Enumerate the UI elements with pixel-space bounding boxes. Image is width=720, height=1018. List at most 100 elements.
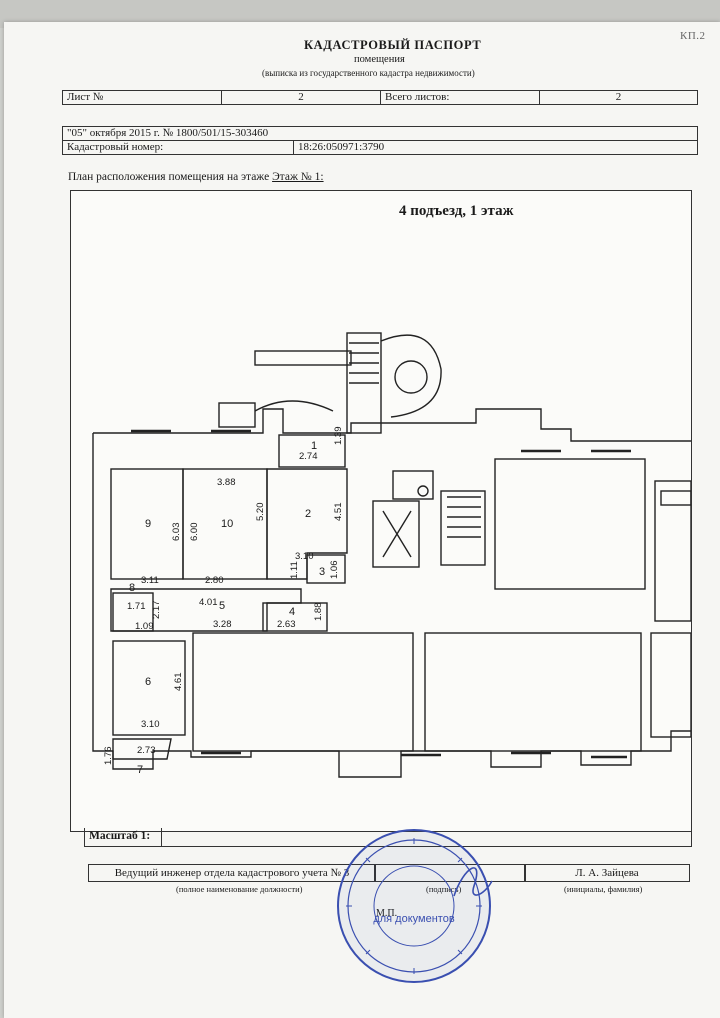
dimension-label: 3.88 bbox=[217, 477, 236, 488]
room-1-label: 1 bbox=[311, 440, 317, 452]
room-1-outline bbox=[278, 434, 346, 468]
floor-plan-frame: 4 подъезд, 1 этаж bbox=[70, 190, 692, 832]
registration-table: "05" октября 2015 г. № 1800/501/15-30346… bbox=[62, 126, 698, 155]
dimension-label: 3.11 bbox=[141, 575, 159, 586]
elevator-cross bbox=[382, 510, 412, 558]
room-8-label: 8 bbox=[129, 582, 135, 594]
corner-label: КП.2 bbox=[680, 30, 706, 42]
dimension-label: 5.20 bbox=[255, 503, 266, 522]
dimension-label: 4.61 bbox=[173, 673, 184, 692]
signature-scribble bbox=[453, 867, 493, 897]
room-7-label: 7 bbox=[137, 764, 143, 776]
dimension-label: 1.09 bbox=[135, 621, 154, 632]
cadastral-number-label: Кадастровый номер: bbox=[62, 140, 294, 155]
lower-room-left bbox=[192, 632, 414, 752]
total-sheets-value: 2 bbox=[539, 90, 698, 105]
seal-place-label: М.П. bbox=[376, 908, 397, 919]
signature-field bbox=[374, 864, 526, 882]
plan-caption-text: План расположения помещения на этаже bbox=[68, 171, 270, 183]
elevator-shaft bbox=[372, 500, 420, 568]
stamp-outer-ring bbox=[337, 829, 491, 983]
entrance-stair bbox=[346, 332, 382, 434]
entrance-ramp bbox=[254, 350, 352, 366]
side-stair bbox=[218, 402, 256, 428]
dimension-label: 2.17 bbox=[151, 601, 162, 620]
position-caption: (полное наименование должности) bbox=[176, 884, 303, 894]
dimension-label: 6.03 bbox=[171, 523, 182, 542]
room-3-outline bbox=[306, 554, 346, 584]
room-5-label: 5 bbox=[219, 600, 225, 612]
total-sheets-label: Всего листов: bbox=[380, 90, 540, 105]
entrance-stair-steps bbox=[349, 342, 379, 384]
document-note: (выписка из государственного кадастра не… bbox=[262, 68, 475, 78]
document-subtitle: помещения bbox=[354, 54, 405, 65]
dimension-label: 3.28 bbox=[213, 619, 232, 630]
stair-landing bbox=[392, 470, 434, 500]
dimension-label: 2.80 bbox=[205, 575, 224, 586]
dimension-label: 2.74 bbox=[299, 451, 318, 462]
stamp-inner-text: для документов bbox=[373, 913, 454, 925]
dimension-label: 6.00 bbox=[189, 523, 200, 542]
stamp-ring-marks bbox=[346, 838, 482, 974]
stamp-inner-ring bbox=[373, 865, 455, 947]
dimension-label: 1.76 bbox=[103, 747, 114, 766]
sheet-label: Лист № bbox=[62, 90, 222, 105]
room-6-label: 6 bbox=[145, 676, 151, 688]
plan-heading: 4 подъезд, 1 этаж bbox=[399, 203, 514, 219]
right-upper-room bbox=[494, 458, 646, 590]
document-title: КАДАСТРОВЫЙ ПАСПОРТ bbox=[304, 38, 482, 52]
far-right-room bbox=[654, 480, 691, 622]
right-entrance-stair bbox=[660, 490, 691, 506]
signer-name: Л. А. Зайцева bbox=[524, 864, 690, 882]
drain-symbol bbox=[417, 485, 429, 497]
floor-plan-drawing: 9 10 2 1 3 4 5 6 7 8 2.74 1.39 3.88 5.20… bbox=[92, 332, 691, 778]
spiral-stair-outer bbox=[380, 334, 442, 418]
scale-divider bbox=[161, 828, 162, 846]
dimension-labels: 2.74 1.39 3.88 5.20 4.51 6.03 6.00 3.10 … bbox=[103, 427, 344, 766]
plan-caption: План расположения помещения на этаже Эта… bbox=[68, 171, 324, 183]
dimension-label: 2.63 bbox=[277, 619, 296, 630]
lower-room-far-right bbox=[650, 632, 691, 738]
signer-position: Ведущий инженер отдела кадастрового учет… bbox=[88, 864, 376, 882]
room-2-label: 2 bbox=[305, 508, 311, 520]
dimension-label: 1.11 bbox=[289, 561, 300, 579]
official-stamp: для документов bbox=[337, 829, 493, 983]
dimension-label: 1.39 bbox=[333, 427, 344, 446]
spiral-stair-inner bbox=[394, 360, 428, 394]
registration-date-number: "05" октября 2015 г. № 1800/501/15-30346… bbox=[62, 126, 698, 141]
stair-steps bbox=[447, 496, 481, 538]
dimension-label: 4.01 bbox=[199, 597, 218, 608]
dimension-label: 2.73 bbox=[137, 745, 156, 756]
cadastral-number-value: 18:26:050971:3790 bbox=[293, 140, 698, 155]
room-7-outline bbox=[112, 738, 172, 760]
outer-wall-top bbox=[93, 408, 691, 442]
room-3-label: 3 bbox=[319, 566, 325, 578]
sheet-info-table: Лист № 2 Всего листов: 2 bbox=[62, 90, 698, 105]
room-8-outline bbox=[112, 592, 154, 632]
room-2-outline bbox=[266, 468, 348, 580]
dimension-label: 3.10 bbox=[295, 551, 314, 562]
floor-link: Этаж № 1: bbox=[272, 171, 324, 183]
dimension-label: 1.71 bbox=[127, 601, 146, 612]
dimension-label: 4.51 bbox=[333, 503, 344, 522]
signature-caption: (подпись) bbox=[426, 884, 461, 894]
room-labels: 9 10 2 1 3 4 5 6 7 8 bbox=[129, 440, 325, 776]
room-4-outline bbox=[262, 602, 328, 632]
room-6-outline bbox=[112, 640, 186, 736]
name-caption: (инициалы, фамилия) bbox=[564, 884, 643, 894]
dimension-label: 1.88 bbox=[313, 603, 324, 622]
room-9-label: 9 bbox=[145, 518, 151, 530]
scale-row: Масштаб 1: bbox=[84, 828, 692, 847]
staircase-right bbox=[440, 490, 486, 566]
outer-wall-bottom bbox=[92, 433, 691, 778]
window-marks bbox=[131, 429, 631, 759]
scale-label: Масштаб 1: bbox=[89, 830, 151, 842]
lower-room-right bbox=[424, 632, 642, 752]
sheet-number: 2 bbox=[221, 90, 381, 105]
dimension-label: 3.10 bbox=[141, 719, 160, 730]
document-sheet: КП.2 КАДАСТРОВЫЙ ПАСПОРТ помещения (выпи… bbox=[4, 22, 720, 1018]
room-10-label: 10 bbox=[221, 518, 233, 530]
room-4-label: 4 bbox=[289, 606, 295, 618]
dimension-label: 1.06 bbox=[329, 561, 340, 580]
side-canopy bbox=[254, 400, 334, 412]
